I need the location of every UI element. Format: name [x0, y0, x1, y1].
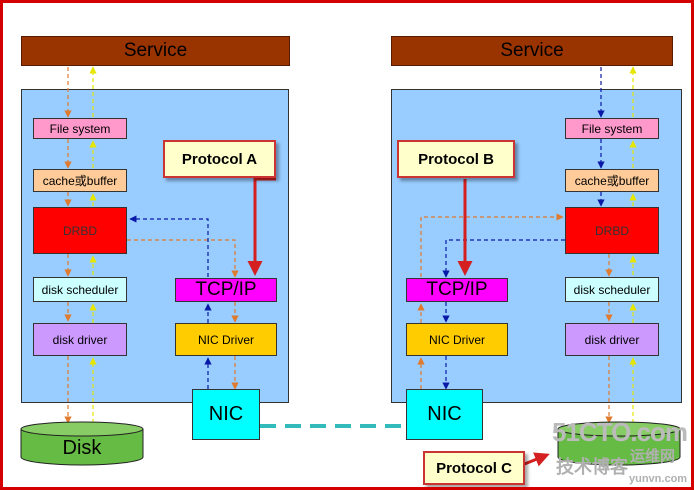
disk-left-label: Disk	[62, 436, 102, 459]
service-right: Service	[391, 36, 673, 66]
nic-right: NIC	[406, 389, 483, 440]
nic-driver-left: NIC Driver	[175, 323, 277, 356]
disk-driver-left: disk driver	[33, 323, 127, 356]
nic-driver-right: NIC Driver	[406, 323, 508, 356]
disk-driver-right: disk driver	[565, 323, 659, 356]
watermark-site: 51CTO.com	[552, 417, 688, 447]
watermark-yunwei: 运维网	[630, 448, 676, 465]
cache-buffer-right: cache或buffer	[565, 169, 659, 192]
watermark-url: yunvn.com	[629, 473, 688, 485]
right-receive-path	[417, 213, 613, 424]
file-system-left: File system	[33, 118, 127, 139]
file-system-right: File system	[565, 118, 659, 139]
disk-left-cylinder	[20, 421, 144, 466]
watermark-blog: 技术博客	[556, 457, 628, 477]
service-left: Service	[21, 36, 290, 66]
connector-layer	[64, 66, 637, 469]
disk-scheduler-left: disk scheduler	[33, 277, 127, 302]
disk-scheduler-right: disk scheduler	[565, 277, 659, 302]
protocol-c-callout: Protocol C	[423, 451, 525, 485]
cache-buffer-left: cache或buffer	[33, 169, 127, 192]
protocol-b-callout: Protocol B	[397, 140, 515, 178]
tcpip-right: TCP/IP	[406, 278, 508, 302]
left-peer-ack-path	[129, 215, 212, 389]
left-write-path	[64, 67, 239, 424]
nic-left: NIC	[192, 389, 260, 440]
tcpip-left: TCP/IP	[175, 278, 277, 302]
drbd-right: DRBD	[565, 207, 659, 254]
protocol-a-callout: Protocol A	[163, 140, 276, 178]
drbd-left: DRBD	[33, 207, 127, 254]
disk-right-cylinder	[557, 421, 681, 466]
right-write-path	[442, 67, 605, 390]
